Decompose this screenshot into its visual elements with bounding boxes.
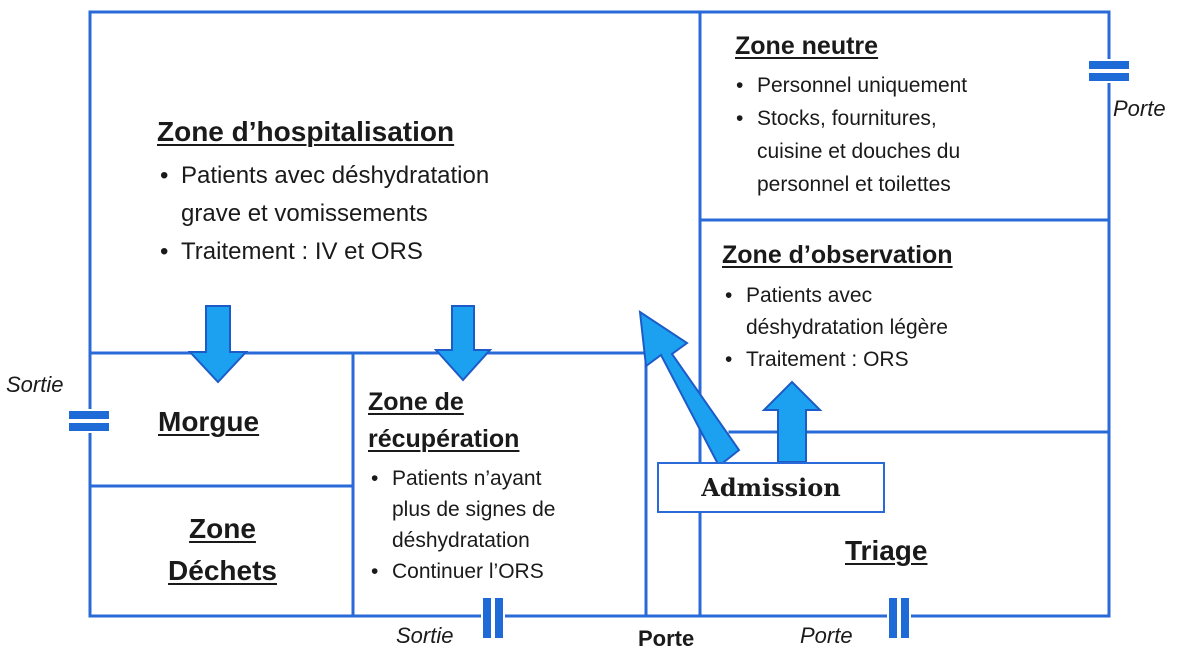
- zone-observation-title: Zone d’observation: [722, 241, 953, 269]
- list-item: Continuer l’ORS: [368, 556, 555, 587]
- door-label-porte-right-top: Porte: [1113, 96, 1166, 121]
- list-item: Patients avec déshydratation: [157, 157, 489, 195]
- list-item-continuation: déshydratation légère: [746, 316, 948, 339]
- list-item-continuation: grave et vomissements: [181, 200, 428, 227]
- list-item: Stocks, fournitures,: [733, 102, 967, 135]
- zone-neutre-title: Zone neutre: [735, 32, 879, 60]
- zone-hospitalisation-list: Patients avec déshydratation grave et vo…: [157, 157, 489, 271]
- list-item-continuation: personnel et toilettes: [757, 173, 951, 196]
- zone-neutre-list: Personnel uniquement Stocks, fournitures…: [733, 69, 967, 201]
- list-item: Patients avec: [722, 280, 948, 312]
- door-label-sortie-bottom: Sortie: [396, 623, 454, 648]
- door-label-porte-bottom-center: Porte: [638, 626, 695, 651]
- list-item: Patients n’ayant: [368, 463, 555, 494]
- zone-triage-title: Triage: [845, 535, 928, 566]
- zone-dechets-title-line2: Déchets: [168, 555, 277, 586]
- door-label-sortie-left: Sortie: [6, 372, 64, 397]
- outer-wall: [88, 10, 1111, 618]
- zone-morgue-title: Morgue: [158, 406, 260, 437]
- list-item: Personnel uniquement: [733, 69, 967, 102]
- zone-observation-list: Patients avec déshydratation légère Trai…: [722, 280, 948, 376]
- zone-recuperation-title-line1: Zone de: [368, 388, 464, 416]
- admission-label: Admission: [701, 473, 841, 502]
- door-porte-bottom-right: [887, 596, 911, 640]
- door-porte-right-top: [1087, 59, 1131, 83]
- list-item: Traitement : IV et ORS: [157, 233, 489, 271]
- arrow-admission-to-observation: [761, 380, 823, 463]
- list-item-continuation: cuisine et douches du: [757, 140, 961, 163]
- door-label-porte-bottom-right: Porte: [800, 623, 853, 648]
- zone-recuperation-title-line2: récupération: [368, 425, 520, 453]
- zone-recuperation-list: Patients n’ayant plus de signes de déshy…: [368, 463, 555, 587]
- list-item-continuation: plus de signes de: [392, 498, 556, 521]
- zone-dechets-title-line1: Zone: [189, 513, 256, 544]
- door-sortie-bottom: [481, 596, 505, 640]
- door-sortie-left: [67, 409, 111, 433]
- list-item: Traitement : ORS: [722, 344, 948, 376]
- arrow-down-to-recuperation: [433, 305, 493, 382]
- arrow-admission-to-hospitalisation: [638, 309, 741, 468]
- arrow-down-to-morgue: [187, 305, 249, 384]
- zone-hospitalisation-title: Zone d’hospitalisation: [157, 116, 455, 147]
- admission-box: Admission: [657, 462, 885, 513]
- list-item-continuation: déshydratation: [392, 529, 530, 552]
